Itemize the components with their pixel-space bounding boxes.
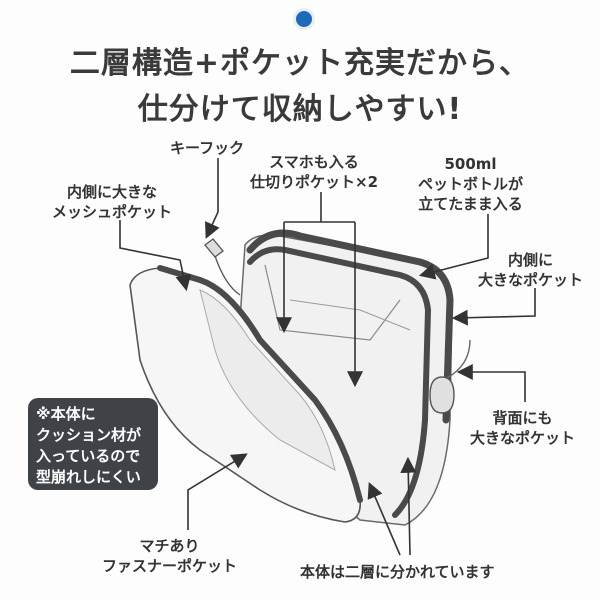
label-smartphone: スマホも入る 仕切りポケット×2 — [250, 152, 378, 192]
label-inner-line-1: 内側に — [508, 251, 554, 269]
label-bottle-line-2: ペットボトルが — [418, 175, 524, 193]
label-mesh-pocket: 内側に大きな メッシュポケット — [52, 182, 172, 222]
label-mesh-line-1: 内側に大きな — [67, 183, 158, 201]
label-back-line-1: 背面にも — [492, 409, 553, 427]
headline-line-1: 二層構造+ポケット充実だから、 — [69, 46, 531, 81]
leader-lines — [119, 158, 536, 556]
label-smartphone-line-2: 仕切りポケット×2 — [250, 173, 379, 191]
rear-zipper-band — [246, 229, 454, 424]
key-hook-cord — [214, 255, 241, 296]
leader-key-hook — [205, 158, 220, 239]
label-bottle: 500ml ペットボトルが 立てたまま入る — [418, 154, 523, 214]
note-line-1: ※本体に — [36, 405, 96, 423]
leader-smartphone-frame — [283, 192, 356, 380]
label-key-hook: キーフック — [170, 139, 245, 157]
inner-divider-2 — [289, 299, 411, 331]
leader-bottle — [418, 214, 489, 280]
leader-gusset-pocket — [187, 453, 248, 530]
note-line-4: 型崩れしにくい — [36, 468, 141, 486]
leader-back-pocket — [456, 364, 526, 402]
label-back-line-2: 大きなポケット — [470, 429, 576, 447]
front-zipper-band — [247, 246, 432, 518]
leader-mesh-pocket — [119, 220, 192, 292]
label-mesh-line-2: メッシュポケット — [52, 203, 173, 221]
strap-loop — [429, 376, 455, 414]
leader-inner-pocket — [451, 288, 536, 326]
cushion-note: ※本体に クッション材が 入っているので 型崩れしにくい — [28, 398, 158, 490]
key-hook-icon — [204, 238, 224, 258]
label-inner-line-2: 大きなポケット — [478, 271, 584, 289]
label-inner-pocket: 内側に 大きなポケット — [478, 250, 583, 290]
flap-zipper-edge — [157, 265, 363, 503]
leader-two-layer-b — [400, 456, 417, 556]
label-gusset-line-1: マチあり — [139, 537, 200, 555]
headline-line-2: 仕分けて収納しやすい! — [137, 92, 463, 127]
label-gusset-line-2: ファスナーポケット — [102, 557, 238, 575]
note-line-2: クッション材が — [36, 426, 142, 444]
hang-tag-hole-icon — [293, 8, 315, 30]
label-smartphone-line-1: スマホも入る — [269, 153, 359, 171]
leader-two-layer-a — [367, 482, 401, 556]
strap-line — [446, 339, 471, 379]
label-back-pocket: 背面にも 大きなポケット — [470, 408, 575, 448]
label-two-layer: 本体は二層に分かれています — [300, 563, 495, 581]
label-bottle-line-3: 立てたまま入る — [418, 195, 523, 213]
label-gusset-pocket: マチあり ファスナーポケット — [102, 536, 237, 576]
note-line-3: 入っているので — [36, 447, 141, 465]
mesh-pocket-area — [199, 289, 336, 471]
label-bottle-line-1: 500ml — [444, 155, 497, 173]
